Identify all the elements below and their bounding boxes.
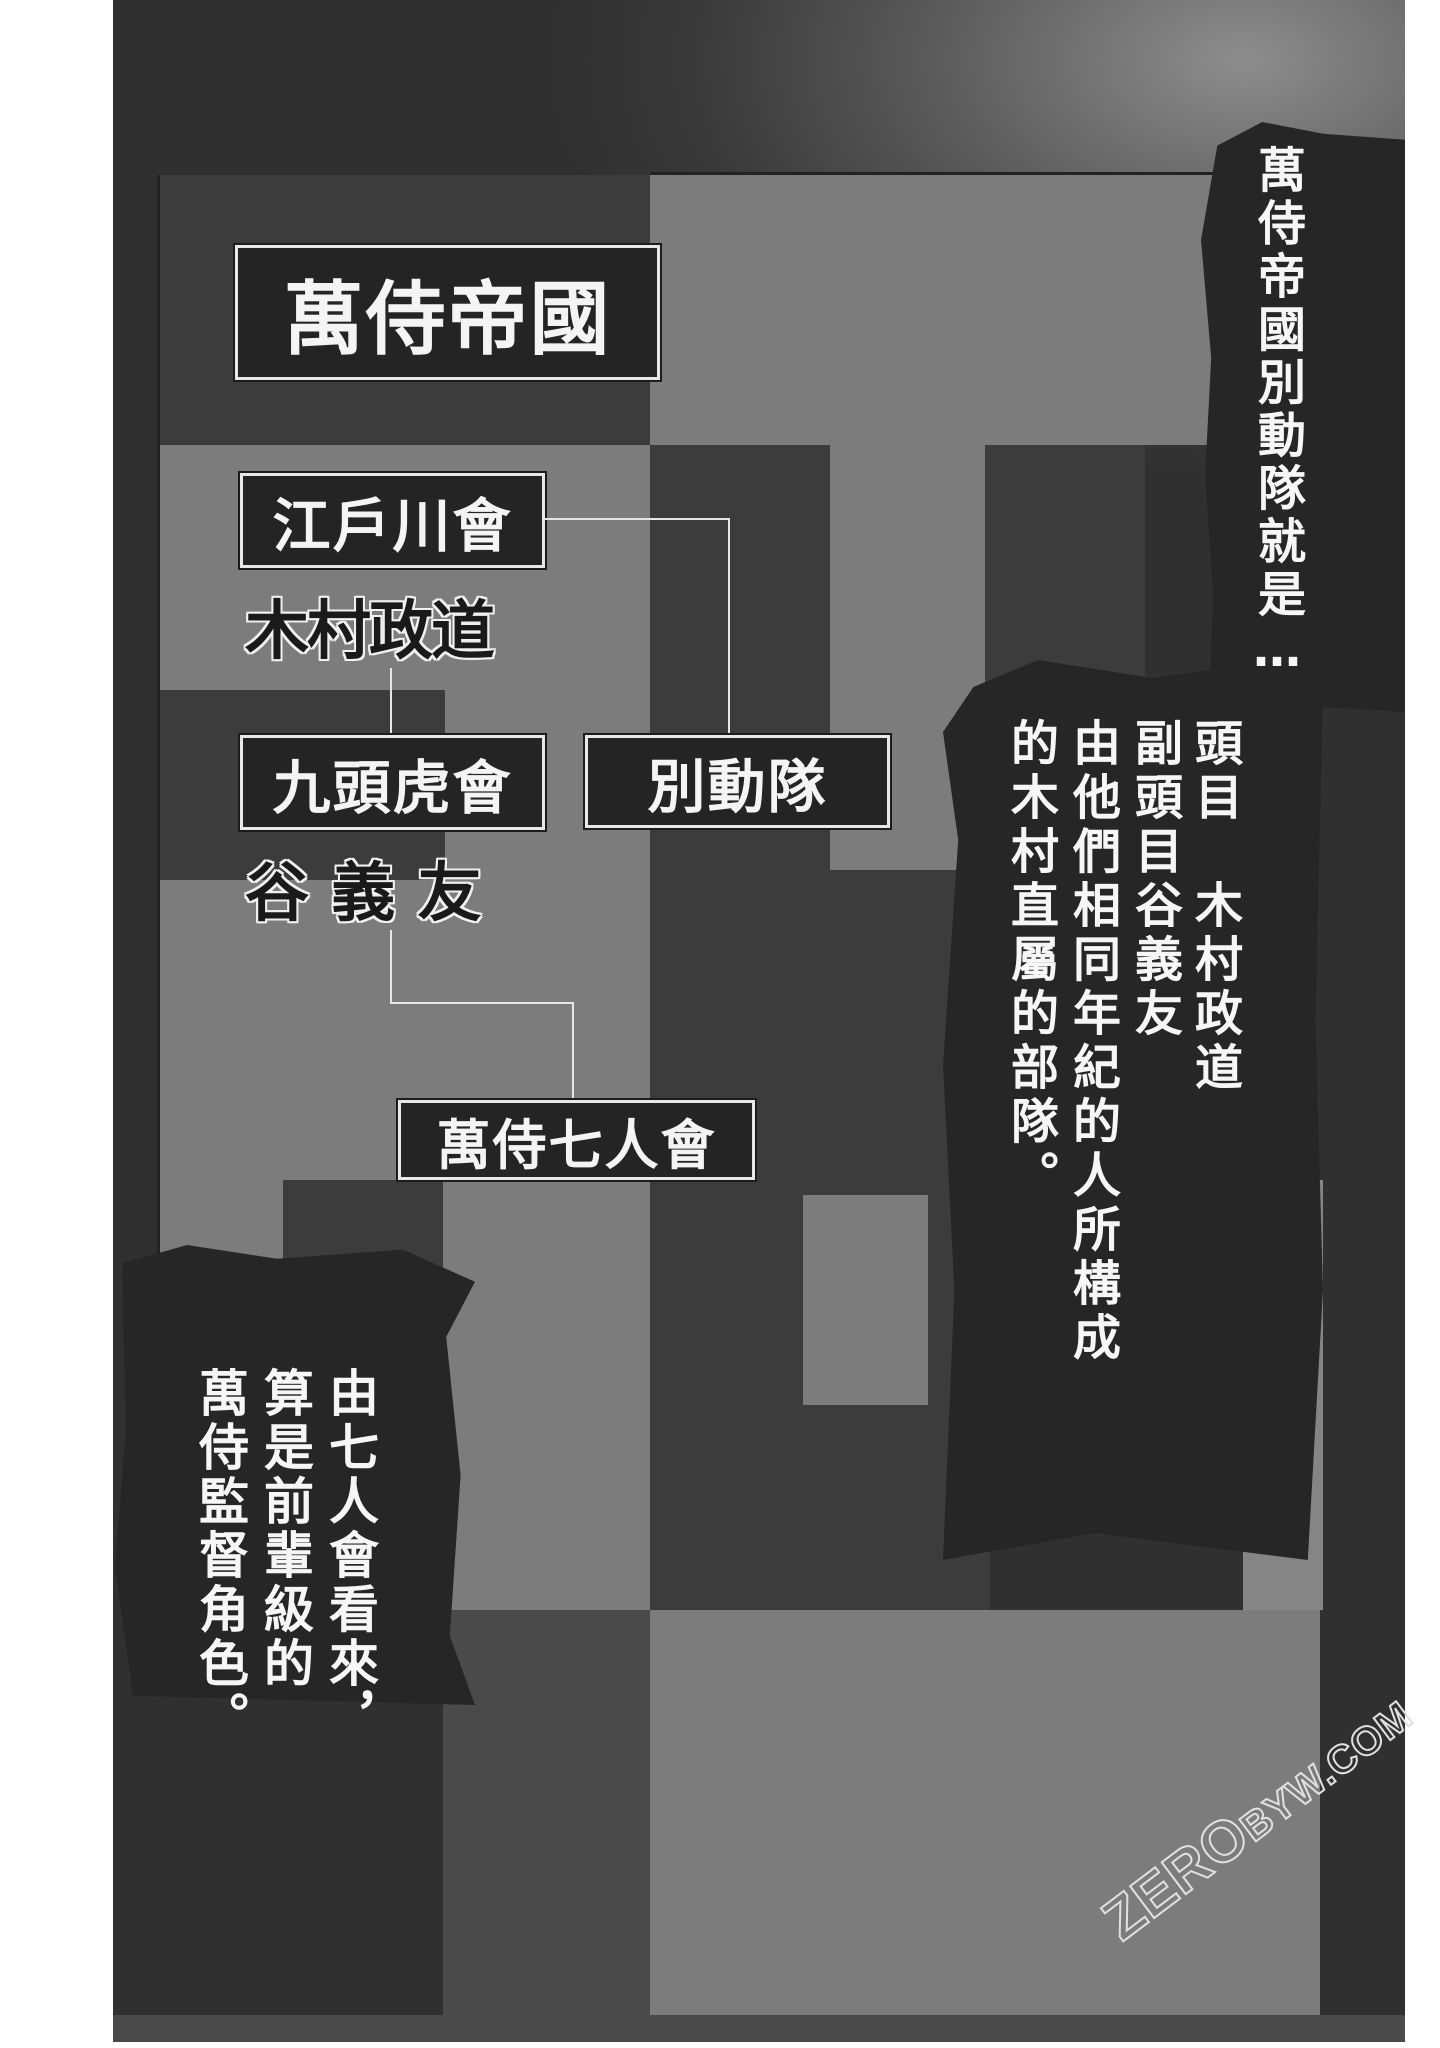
frame-line [157, 175, 160, 1255]
org-node-kuzutora: 九頭虎會 [238, 733, 547, 832]
frame-line [650, 172, 1240, 175]
caption-panel-right [943, 660, 1323, 1560]
bg-block [113, 2015, 1405, 2042]
connector-line [390, 668, 392, 735]
bg-block [650, 1610, 1320, 2015]
org-title: 萬侍帝國 [283, 272, 612, 366]
manga-page: 萬侍帝國 江戶川會 木村政道 九頭虎會 谷 義 友 別動隊 萬侍七人會 萬侍帝國… [113, 0, 1405, 2042]
org-title-box: 萬侍帝國 [233, 243, 662, 382]
caption-right-line-2: 副頭目谷義友 [1126, 718, 1182, 1042]
connector-line [390, 930, 392, 1003]
leader-name-kimura: 木村政道 [245, 594, 495, 669]
org-node-seven: 萬侍七人會 [396, 1098, 757, 1182]
connector-line [572, 1002, 574, 1100]
bg-block [443, 1180, 650, 1610]
node-label: 別動隊 [647, 752, 828, 821]
org-node-betsudoutai: 別動隊 [583, 733, 892, 830]
node-label: 九頭虎會 [272, 753, 513, 822]
bg-block [803, 1195, 928, 1405]
connector-line [390, 1002, 573, 1004]
node-label: 江戶川會 [272, 491, 513, 560]
caption-panel-top-right [1201, 122, 1405, 712]
caption-bottom-left-line-3: 萬侍監督角色。 [191, 1367, 249, 1745]
caption-bottom-left-line-2: 算是前輩級的 [256, 1367, 314, 1691]
org-node-edogawa: 江戶川會 [238, 471, 547, 570]
caption-top-right: 萬侍帝國別動隊就是… [1249, 145, 1305, 683]
connector-line [545, 518, 730, 520]
caption-right-line-1: 頭目 木村政道 [1186, 718, 1242, 1096]
caption-right-line-4: 的木村直屬的部隊。 [1002, 718, 1058, 1204]
node-label: 萬侍七人會 [436, 1113, 717, 1177]
caption-right-line-3: 由他們相同年紀的人所構成 [1064, 718, 1120, 1366]
connector-line [728, 518, 730, 735]
leader-name-tani: 谷 義 友 [245, 856, 482, 931]
bg-block [160, 1180, 283, 1260]
caption-bottom-left-line-1: 由七人會看來， [321, 1367, 379, 1745]
bg-block [650, 175, 1240, 445]
bg-block [443, 1610, 650, 2020]
caption-panel-bottom-left [115, 1245, 475, 1705]
